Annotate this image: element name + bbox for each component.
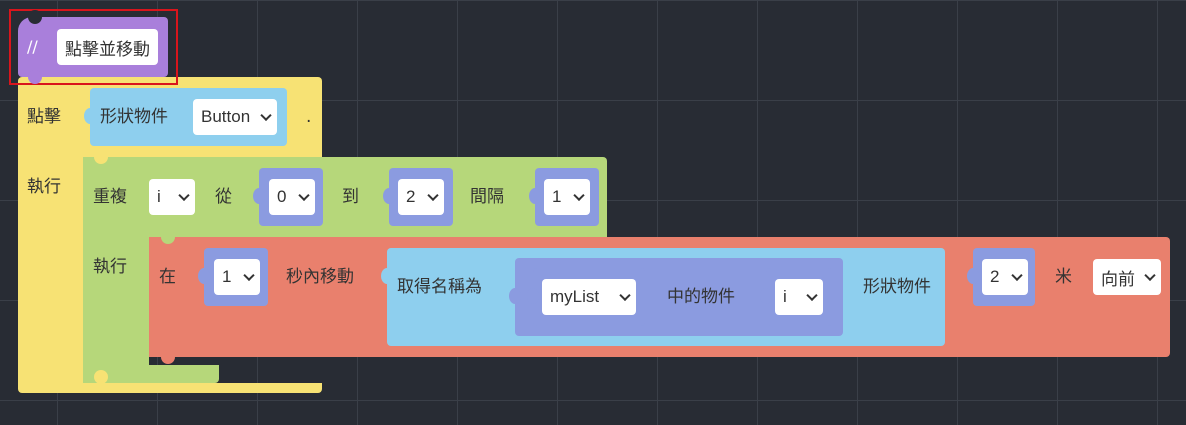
to-value: 2 — [406, 187, 416, 206]
from-value-connector — [253, 188, 265, 204]
event-block-arm — [18, 157, 84, 385]
distance-value: 2 — [990, 267, 1000, 286]
get-object-shape-label: 形狀物件 — [863, 277, 931, 297]
event-block-foot — [18, 383, 322, 393]
move-bottom-notch — [161, 350, 175, 364]
repeat-step-label: 間隔 — [470, 187, 504, 207]
repeat-top-notch — [94, 150, 108, 164]
distance-value-dropdown[interactable]: 2 — [982, 259, 1028, 295]
repeat-var-value: i — [157, 187, 161, 206]
list-item-connector — [509, 288, 521, 304]
shape-object-label: 形狀物件 — [100, 107, 168, 127]
repeat-label: 重複 — [93, 187, 127, 207]
event-do-label: 執行 — [27, 177, 61, 197]
chevron-down-icon — [427, 189, 439, 202]
shape-object-dropdown[interactable]: Button — [193, 99, 277, 135]
comment-text-field[interactable]: 點擊並移動 — [57, 29, 158, 65]
chevron-down-icon — [619, 289, 631, 302]
from-value-dropdown[interactable]: 0 — [269, 179, 315, 215]
direction-dropdown[interactable]: 向前 — [1093, 259, 1161, 295]
list-var-dropdown[interactable]: myList — [542, 279, 636, 315]
get-object-label: 取得名稱為 — [397, 277, 482, 297]
move-at-label: 在 — [159, 267, 176, 287]
chevron-down-icon — [1144, 269, 1156, 282]
repeat-to-label: 到 — [342, 187, 359, 207]
selection-highlight — [9, 9, 178, 85]
step-value-dropdown[interactable]: 1 — [544, 179, 590, 215]
chevron-down-icon — [298, 189, 310, 202]
move-top-notch — [161, 230, 175, 244]
repeat-block-foot — [83, 365, 219, 383]
distance-value-connector — [967, 268, 979, 284]
comment-prefix: // — [27, 37, 38, 56]
list-item-label: 中的物件 — [667, 287, 735, 307]
index-var-dropdown[interactable]: i — [775, 279, 823, 315]
index-var-value: i — [783, 287, 787, 306]
seconds-value: 1 — [222, 267, 232, 286]
chevron-down-icon — [178, 189, 190, 202]
comment-bottom-notch — [28, 70, 42, 84]
distance-unit-label: 米 — [1055, 267, 1072, 287]
seconds-value-dropdown[interactable]: 1 — [214, 259, 260, 295]
chevron-down-icon — [573, 189, 585, 202]
step-value-connector — [529, 188, 541, 204]
index-var-connector — [760, 288, 772, 304]
list-var-connector — [527, 288, 539, 304]
event-dot: . — [306, 107, 312, 127]
list-var-value: myList — [550, 287, 600, 306]
seconds-value-connector — [198, 268, 210, 284]
direction-value: 向前 — [1101, 269, 1135, 289]
from-value: 0 — [277, 187, 287, 206]
shape-object-connector — [84, 108, 96, 124]
move-seconds-label: 秒內移動 — [286, 267, 354, 287]
chevron-down-icon — [1011, 269, 1023, 282]
comment-top-notch — [28, 10, 42, 24]
comment-text: 點擊並移動 — [65, 39, 150, 59]
chevron-down-icon — [243, 269, 255, 282]
event-label: 點擊 — [27, 107, 61, 127]
get-object-connector — [381, 268, 393, 284]
repeat-block-arm — [83, 237, 149, 367]
repeat-do-label: 執行 — [93, 257, 127, 277]
chevron-down-icon — [806, 289, 818, 302]
to-value-dropdown[interactable]: 2 — [398, 179, 444, 215]
chevron-down-icon — [260, 109, 272, 122]
shape-object-value: Button — [201, 107, 251, 126]
step-value: 1 — [552, 187, 562, 206]
to-value-connector — [383, 188, 395, 204]
repeat-var-dropdown[interactable]: i — [149, 179, 195, 215]
repeat-from-label: 從 — [215, 187, 232, 207]
repeat-bottom-notch — [94, 370, 108, 384]
